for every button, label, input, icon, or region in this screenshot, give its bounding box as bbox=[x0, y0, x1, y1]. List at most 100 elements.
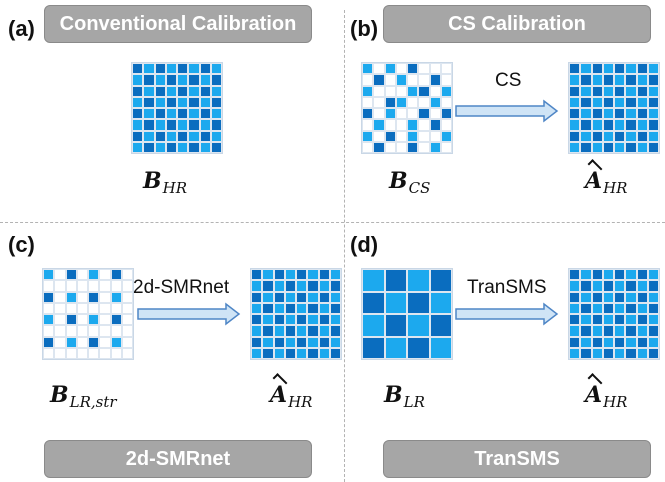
matrix-cell bbox=[273, 314, 285, 326]
matrix-cell bbox=[636, 141, 648, 153]
matrix-cell bbox=[65, 325, 77, 337]
matrix-cell bbox=[647, 130, 659, 142]
matrix-a-hr-smrnet bbox=[250, 268, 342, 360]
matrix-cell bbox=[307, 347, 319, 359]
matrix-cell bbox=[284, 280, 296, 292]
arrow-label-cs: CS bbox=[495, 70, 522, 91]
matrix-cell bbox=[580, 269, 592, 281]
matrix-cell bbox=[43, 314, 55, 326]
matrix-cell bbox=[296, 336, 308, 348]
matrix-cell bbox=[362, 291, 385, 314]
matrix-cell bbox=[284, 347, 296, 359]
matrix-cell bbox=[407, 130, 419, 142]
matrix-cell bbox=[647, 74, 659, 86]
matrix-cell bbox=[88, 302, 100, 314]
matrix-cell bbox=[54, 269, 66, 281]
matrix-cell bbox=[418, 63, 430, 75]
matrix-cell bbox=[76, 347, 88, 359]
matrix-cell bbox=[591, 63, 603, 75]
matrix-cell bbox=[602, 302, 614, 314]
matrix-cell bbox=[384, 108, 396, 120]
matrix-cell bbox=[569, 108, 581, 120]
matrix-cell bbox=[318, 347, 330, 359]
matrix-cell bbox=[407, 269, 430, 292]
matrix-cell bbox=[580, 63, 592, 75]
matrix-cell bbox=[199, 119, 211, 131]
matrix-cell bbox=[569, 141, 581, 153]
matrix-cell bbox=[43, 325, 55, 337]
matrix-cell bbox=[636, 269, 648, 281]
matrix-cell bbox=[251, 325, 263, 337]
label-b-lr-str: BLR,str bbox=[50, 382, 117, 411]
matrix-cell bbox=[165, 141, 177, 153]
matrix-cell bbox=[647, 141, 659, 153]
matrix-cell bbox=[384, 119, 396, 131]
matrix-cell bbox=[580, 119, 592, 131]
matrix-cell bbox=[273, 325, 285, 337]
matrix-cell bbox=[440, 63, 452, 75]
matrix-cell bbox=[591, 108, 603, 120]
matrix-cell bbox=[429, 96, 441, 108]
matrix-cell bbox=[440, 119, 452, 131]
matrix-cell bbox=[647, 63, 659, 75]
matrix-cell bbox=[65, 269, 77, 281]
matrix-cell bbox=[262, 291, 274, 303]
matrix-cell bbox=[395, 74, 407, 86]
matrix-cell bbox=[373, 63, 385, 75]
matrix-cell bbox=[395, 85, 407, 97]
matrix-cell bbox=[614, 336, 626, 348]
matrix-cell bbox=[429, 314, 452, 337]
matrix-cell bbox=[76, 291, 88, 303]
matrix-cell bbox=[647, 119, 659, 131]
matrix-cell bbox=[569, 269, 581, 281]
matrix-cell bbox=[43, 302, 55, 314]
matrix-cell bbox=[110, 347, 122, 359]
matrix-a-hr-transms bbox=[568, 268, 660, 360]
matrix-cell bbox=[580, 130, 592, 142]
matrix-cell bbox=[647, 302, 659, 314]
arrow-2d-smrnet bbox=[137, 302, 241, 326]
matrix-cell bbox=[273, 336, 285, 348]
matrix-cell bbox=[54, 280, 66, 292]
matrix-cell bbox=[121, 269, 133, 281]
matrix-cell bbox=[177, 119, 189, 131]
matrix-cell bbox=[177, 141, 189, 153]
matrix-cell bbox=[54, 325, 66, 337]
matrix-cell bbox=[591, 119, 603, 131]
label-symbol: A bbox=[585, 382, 603, 408]
matrix-cell bbox=[418, 85, 430, 97]
panel-c-banner: 2d-SMRnet bbox=[44, 440, 312, 478]
matrix-cell bbox=[625, 85, 637, 97]
matrix-cell bbox=[384, 63, 396, 75]
matrix-cell bbox=[602, 130, 614, 142]
matrix-cell bbox=[625, 347, 637, 359]
arrow-label-2d-smrnet: 2d-SMRnet bbox=[133, 277, 230, 298]
matrix-cell bbox=[88, 347, 100, 359]
matrix-cell bbox=[210, 96, 222, 108]
matrix-cell bbox=[625, 96, 637, 108]
matrix-cell bbox=[602, 85, 614, 97]
matrix-cell bbox=[569, 63, 581, 75]
matrix-cell bbox=[65, 280, 77, 292]
matrix-cell bbox=[284, 325, 296, 337]
matrix-cell bbox=[154, 141, 166, 153]
matrix-cell bbox=[262, 347, 274, 359]
matrix-cell bbox=[591, 314, 603, 326]
label-symbol: A bbox=[585, 168, 603, 194]
matrix-cell bbox=[647, 108, 659, 120]
label-subscript: LR bbox=[403, 393, 425, 411]
matrix-cell bbox=[636, 85, 648, 97]
matrix-cell bbox=[625, 291, 637, 303]
matrix-cell bbox=[54, 302, 66, 314]
matrix-cell bbox=[188, 119, 200, 131]
matrix-cell bbox=[418, 119, 430, 131]
matrix-cell bbox=[177, 85, 189, 97]
matrix-cell bbox=[65, 291, 77, 303]
matrix-cell bbox=[165, 63, 177, 75]
matrix-cell bbox=[418, 141, 430, 153]
matrix-cell bbox=[440, 141, 452, 153]
matrix-cell bbox=[407, 141, 419, 153]
matrix-cell bbox=[614, 85, 626, 97]
matrix-cell bbox=[395, 63, 407, 75]
matrix-cell bbox=[591, 291, 603, 303]
